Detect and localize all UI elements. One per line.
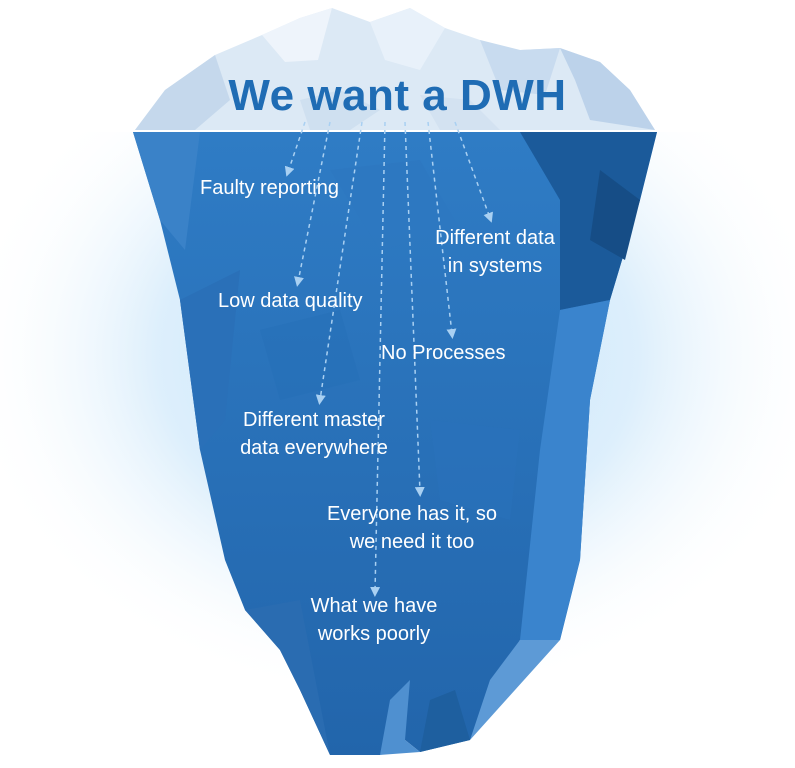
- label-no-processes-text: No Processes: [381, 342, 506, 364]
- arrow-everyone: [404, 121, 425, 497]
- label-master-data: Different master data everywhere: [222, 406, 406, 462]
- iceberg-tip: [135, 8, 655, 130]
- arrow-different-data: [454, 121, 493, 223]
- diagram-title: We want a DWH: [228, 71, 567, 120]
- connector-arrows: [284, 121, 493, 597]
- arrow-faulty-reporting: [284, 121, 306, 177]
- label-faulty-reporting: Faulty reporting: [200, 174, 339, 202]
- label-everyone-line1: Everyone has it, so: [326, 503, 498, 525]
- label-works-poorly: What we have works poorly: [296, 592, 452, 648]
- arrow-no-processes: [427, 121, 457, 339]
- label-works-poorly-line1: What we have: [310, 595, 438, 617]
- arrow-low-data-quality: [294, 121, 331, 287]
- label-no-processes: No Processes: [381, 339, 506, 367]
- label-master-data-line1: Different master: [243, 409, 385, 431]
- label-faulty-reporting-text: Faulty reporting: [200, 177, 339, 199]
- label-everyone-has-it: Everyone has it, so we need it too: [312, 500, 512, 556]
- iceberg-body: [133, 132, 657, 755]
- label-low-data-quality-text: Low data quality: [218, 290, 363, 312]
- label-different-data-line1: Different data: [435, 227, 555, 249]
- arrow-master-data: [315, 121, 363, 405]
- arrow-works-poorly: [370, 121, 386, 597]
- label-different-data: Different data in systems: [420, 224, 570, 280]
- label-works-poorly-line2: works poorly: [317, 623, 431, 645]
- label-different-data-line2: in systems: [447, 255, 543, 277]
- label-everyone-line2: we need it too: [349, 531, 475, 553]
- label-master-data-line2: data everywhere: [240, 437, 388, 459]
- label-low-data-quality: Low data quality: [218, 287, 363, 315]
